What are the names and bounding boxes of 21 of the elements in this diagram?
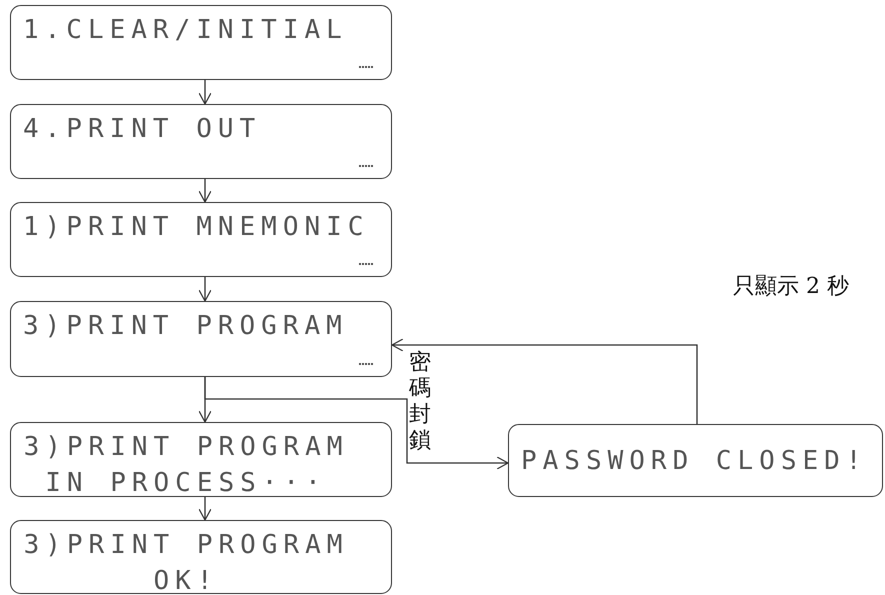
arrow: [198, 80, 212, 105]
arrow: [198, 179, 212, 203]
lcd-display-box: [508, 424, 883, 497]
display-text: PASSWORD CLOSED!: [521, 445, 868, 478]
arrow: [204, 377, 509, 470]
note-text: 只顯示 2 秒: [733, 274, 849, 300]
arrow: [391, 338, 698, 424]
display-text: 3)PRINT PROGRAM OK!: [23, 529, 349, 595]
lcd-display-box: [10, 202, 392, 277]
lcd-display-box: [10, 520, 392, 594]
display-text: 3)PRINT PROGRAM IN PROCESS···: [23, 431, 349, 500]
display-text: 1)PRINT MNEMONIC: [23, 211, 370, 244]
lcd-display-box: [10, 5, 392, 80]
display-text: 4.PRINT OUT: [23, 113, 262, 146]
arrow: [198, 497, 212, 521]
lcd-display-box: [10, 422, 392, 497]
arrow: [198, 277, 212, 302]
display-text: 3)PRINT PROGRAM: [23, 310, 349, 343]
lcd-display-box: [10, 301, 392, 377]
lcd-display-box: [10, 104, 392, 179]
display-text: 1.CLEAR/INITIAL: [23, 14, 349, 47]
